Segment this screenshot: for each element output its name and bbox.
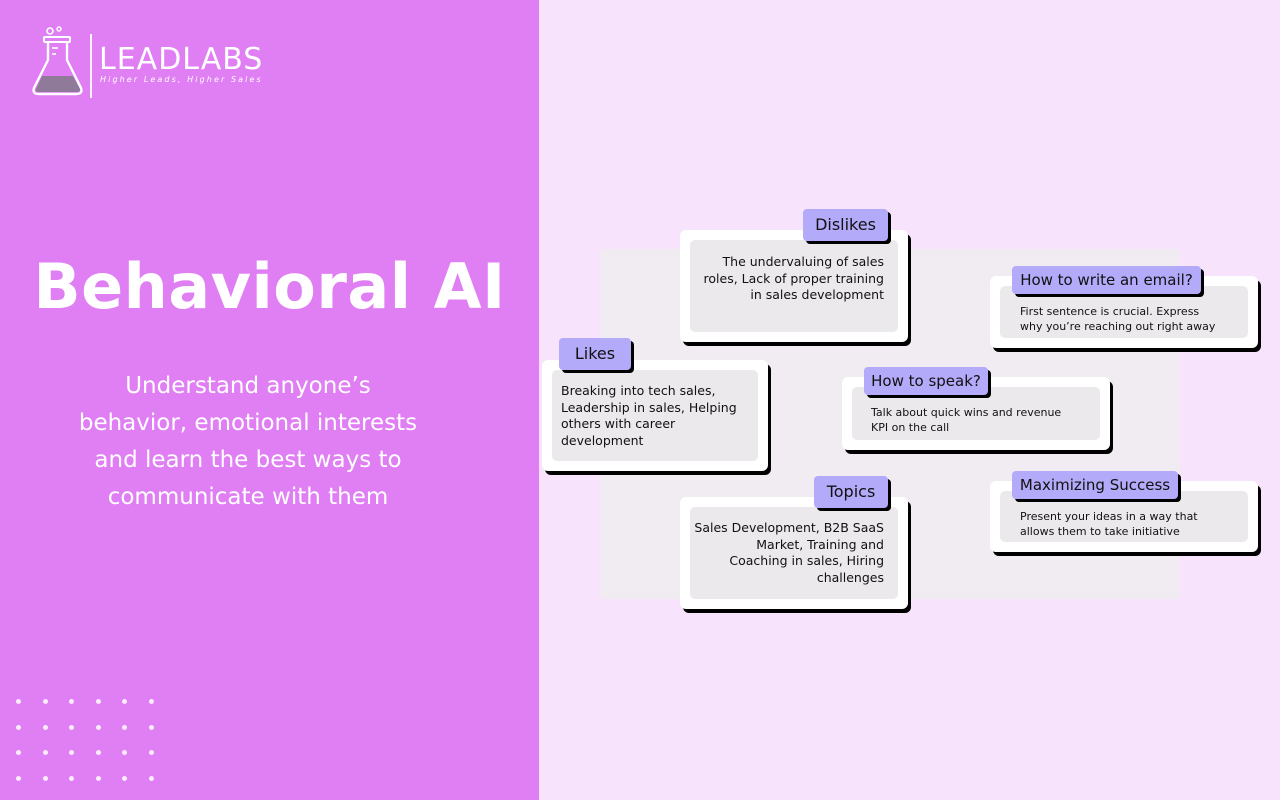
decorative-dot — [42, 775, 48, 781]
email-text: First sentence is crucial. Express why y… — [1020, 304, 1215, 334]
success-card-body — [1000, 491, 1248, 542]
success-tag: Maximizing Success — [1012, 471, 1178, 499]
hero-subtitle-line: Understand anyone’s — [125, 373, 371, 399]
email-tag: How to write an email? — [1012, 266, 1201, 294]
leadlabs-logo: LEADLABS Higher Leads, Higher Sales — [28, 24, 288, 100]
decorative-dot — [42, 750, 48, 755]
speak-line: Talk about quick wins and revenue — [871, 406, 1062, 419]
decorative-dot — [16, 699, 21, 704]
decorative-dot — [95, 775, 101, 781]
email-line: why you’re reaching out right away — [1020, 320, 1216, 333]
email-card-body — [1000, 286, 1248, 338]
decorative-dot — [122, 724, 127, 730]
topics-line: challenges — [816, 569, 884, 585]
decorative-dot — [148, 699, 154, 704]
success-line: allows them to take initiative — [1020, 525, 1180, 538]
decorative-dot — [16, 775, 21, 781]
likes-card-body — [552, 370, 758, 461]
likes-line: Leadership in sales, Helping — [561, 399, 737, 415]
decorative-dot — [122, 775, 127, 781]
likes-line: others with career — [561, 416, 676, 431]
likes-tag: Likes — [559, 338, 631, 370]
decorative-dot — [95, 724, 101, 730]
likes-text: Breaking into tech sales, Leadership in … — [561, 383, 737, 449]
likes-line: development — [561, 432, 644, 448]
speak-text: Talk about quick wins and revenue KPI on… — [871, 405, 1061, 435]
hero-subtitle-line: and learn the best ways to — [94, 447, 402, 473]
dislikes-line: roles, Lack of proper training — [703, 270, 884, 286]
dislikes-line: in sales development — [750, 287, 884, 302]
topics-text: Sales Development, B2B SaaS Market, Trai… — [694, 520, 884, 586]
left-panel: LEADLABS Higher Leads, Higher Sales Beha… — [0, 0, 539, 800]
email-line: First sentence is crucial. Express — [1020, 305, 1200, 318]
speak-line: KPI on the call — [871, 421, 950, 434]
topics-card-body — [690, 507, 898, 599]
decorative-dot-grid — [12, 695, 162, 785]
decorative-dot — [42, 699, 48, 704]
speak-card-body — [852, 387, 1100, 440]
decorative-dot — [69, 699, 74, 704]
topics-card: Sales Development, B2B SaaS Market, Trai… — [680, 497, 908, 609]
hero-subtitle-line: behavior, emotional interests — [78, 410, 418, 436]
decorative-dot — [16, 750, 21, 755]
hero-subtitle: Understand anyone’s behavior, emotional … — [40, 368, 456, 516]
success-line: Present your ideas in a way that — [1020, 510, 1198, 523]
decorative-dot — [69, 775, 74, 781]
dislikes-card-body — [690, 240, 898, 332]
likes-line: Breaking into tech sales, — [561, 383, 716, 398]
success-text: Present your ideas in a way that allows … — [1020, 509, 1198, 539]
decorative-dot — [95, 750, 101, 755]
right-panel: The undervaluing of sales roles, Lack of… — [539, 0, 1280, 800]
hero-subtitle-line: communicate with them — [107, 484, 389, 510]
dislikes-line: The undervaluing of sales — [722, 254, 884, 269]
email-card: First sentence is crucial. Express why y… — [990, 276, 1258, 348]
decorative-dot — [69, 750, 74, 755]
flask-icon — [32, 26, 83, 96]
topics-line: Sales Development, B2B SaaS — [694, 520, 884, 535]
decorative-dot — [95, 699, 101, 704]
decorative-dot — [16, 724, 21, 730]
dislikes-card: The undervaluing of sales roles, Lack of… — [680, 230, 908, 342]
decorative-dot — [148, 750, 154, 755]
logo-brand: LEADLABS — [99, 42, 264, 77]
speak-tag: How to speak? — [864, 367, 988, 395]
decorative-dot — [42, 724, 48, 730]
decorative-dot — [148, 775, 154, 781]
decorative-dot — [69, 724, 74, 730]
decorative-dot — [122, 699, 127, 704]
dislikes-tag: Dislikes — [803, 209, 888, 241]
topics-tag: Topics — [814, 476, 888, 508]
likes-card: Breaking into tech sales, Leadership in … — [542, 360, 768, 471]
decorative-dot — [148, 724, 154, 730]
topics-line: Market, Training and — [756, 536, 884, 552]
decorative-dot — [122, 750, 127, 755]
hero-title: Behavioral AI — [33, 250, 506, 323]
logo-tagline: Higher Leads, Higher Sales — [100, 75, 263, 84]
logo-divider — [90, 34, 92, 98]
topics-line: Coaching in sales, Hiring — [729, 553, 884, 568]
dislikes-text: The undervaluing of sales roles, Lack of… — [704, 254, 884, 304]
